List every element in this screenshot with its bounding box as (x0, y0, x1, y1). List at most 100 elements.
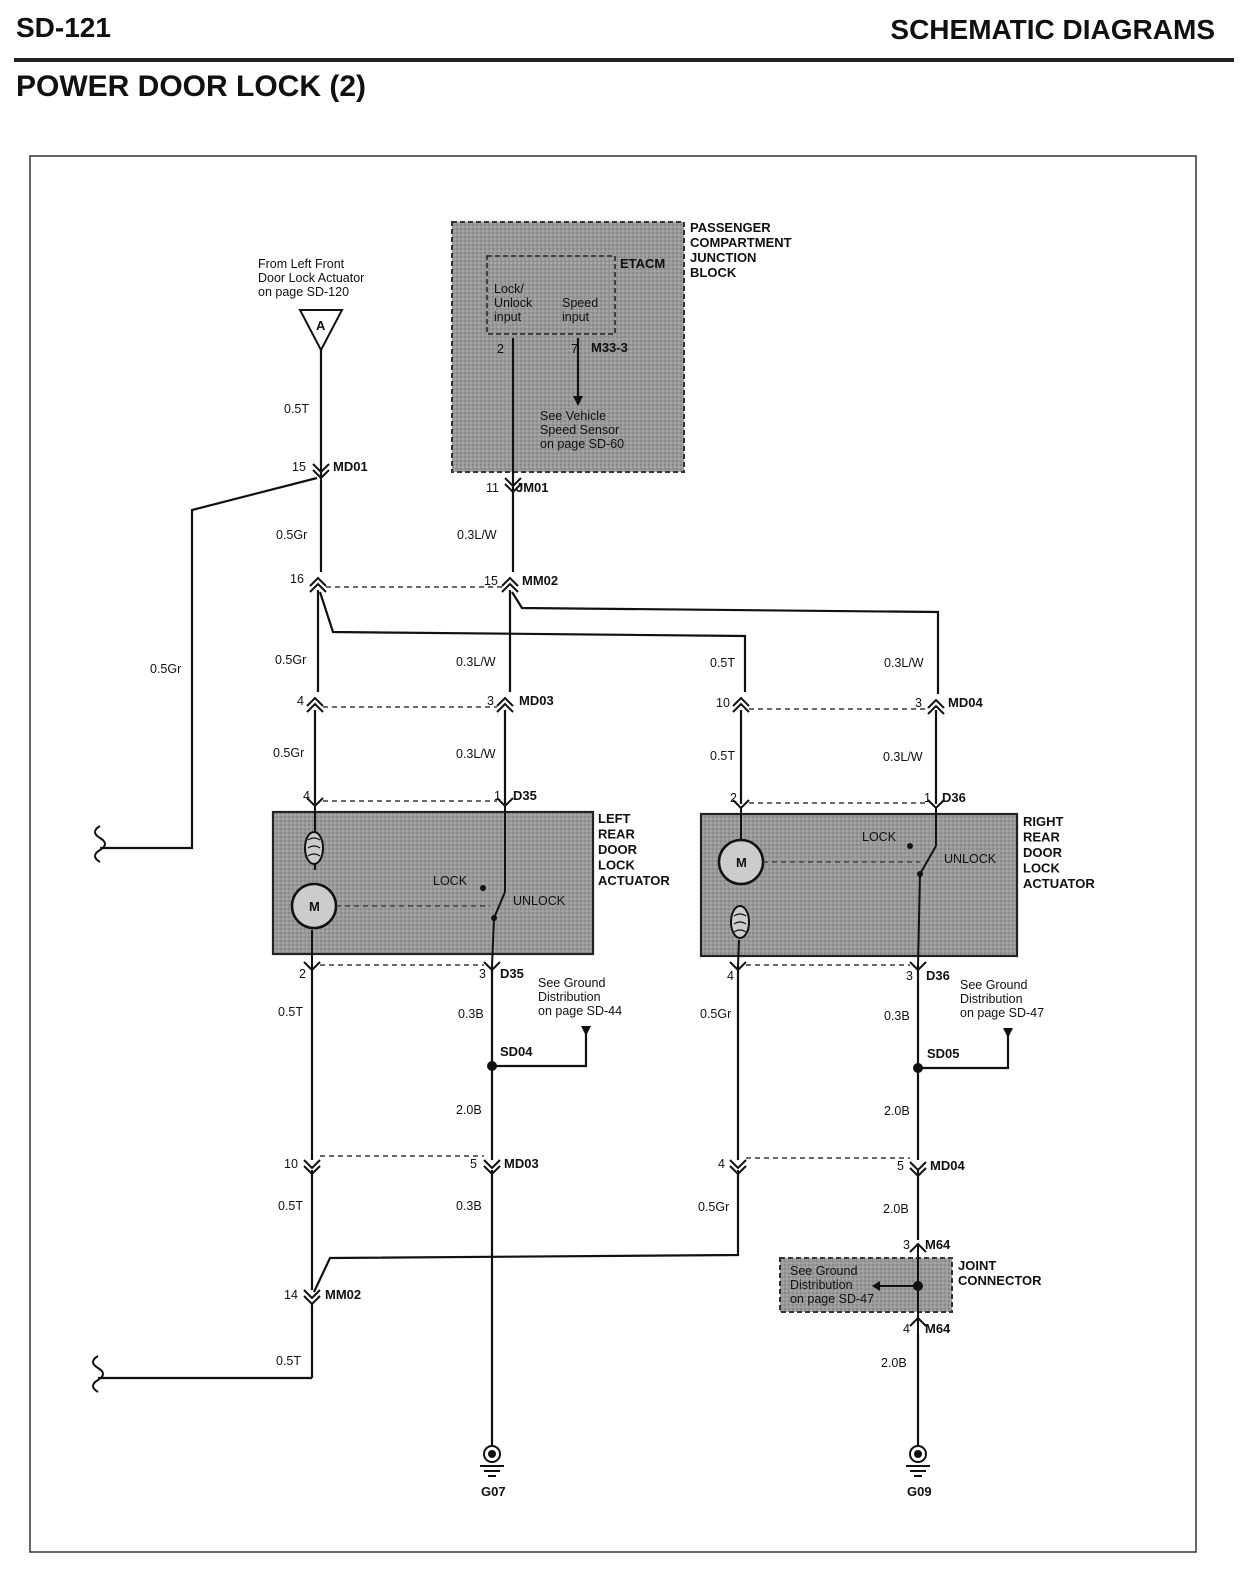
md03-bot-name: MD03 (504, 1156, 539, 1171)
section-title: SCHEMATIC DIAGRAMS (890, 14, 1215, 45)
wire-label: 0.5Gr (150, 662, 181, 676)
d36-top-pin-right: 1 (924, 791, 931, 805)
d36-bot-pin-left: 4 (727, 969, 734, 983)
wire-label: 0.3L/W (883, 750, 923, 764)
pin-speed: 7 (571, 342, 578, 356)
wire-label: 0.5T (710, 749, 735, 763)
ground-symbol-g09 (906, 1445, 930, 1477)
wire-break-lower (92, 1355, 104, 1393)
m64-top-name: M64 (925, 1237, 951, 1252)
wire-label: 0.3B (884, 1009, 910, 1023)
wire-label: 0.5T (710, 656, 735, 670)
md03-top-pin-left: 4 (297, 694, 304, 708)
d36-top-pin-left: 2 (730, 791, 737, 805)
d35-top-pin-left: 4 (303, 789, 310, 803)
d36-bot-pin-right: 3 (906, 969, 913, 983)
wire-label: 0.3L/W (457, 528, 497, 542)
text-line: See Ground (538, 976, 605, 990)
m64-top-pin: 3 (903, 1238, 910, 1252)
text-line: on page SD-47 (960, 1006, 1044, 1020)
md04-top-name: MD04 (948, 695, 983, 710)
text-line: Door Lock Actuator (258, 271, 364, 285)
text-line: Speed Sensor (540, 423, 619, 437)
wire-label: 0.5T (284, 402, 309, 416)
mm02-bot-pin: 14 (284, 1288, 298, 1302)
wire-label: 0.3L/W (884, 656, 924, 670)
ground-g09-label: G09 (907, 1484, 932, 1499)
wire-label: 2.0B (881, 1356, 907, 1370)
wires (98, 338, 1010, 1446)
md03-bot-pin-right: 5 (470, 1157, 477, 1171)
wire-label: 2.0B (456, 1103, 482, 1117)
text-line: on page SD-120 (258, 285, 349, 299)
text-line: LEFT (598, 811, 631, 826)
d35-bot-name: D35 (500, 966, 524, 981)
wire-label: 0.3B (458, 1007, 484, 1021)
left-actuator-box (271, 810, 595, 956)
left-lock-label: LOCK (433, 874, 468, 888)
ground-symbol-g07 (480, 1445, 504, 1477)
wire-label: 0.5Gr (698, 1200, 729, 1214)
m64-bot-pin: 4 (903, 1322, 910, 1336)
md03-top-pin-right: 3 (487, 694, 494, 708)
right-actuator-box (699, 812, 1019, 958)
mm02-top-pin-left: 16 (290, 572, 304, 586)
d35-bot-pin-left: 2 (299, 967, 306, 981)
left-solenoid (304, 831, 324, 865)
wire-label: 0.5T (278, 1199, 303, 1213)
etacm-module (486, 255, 616, 335)
text-line: ACTUATOR (598, 873, 670, 888)
md04-bot-name: MD04 (930, 1158, 965, 1173)
wire-label: 2.0B (883, 1202, 909, 1216)
wire-label: 0.5Gr (273, 746, 304, 760)
md01-pin: 15 (292, 460, 306, 474)
etacm-label: ETACM (620, 256, 665, 271)
md03-top-name: MD03 (519, 693, 554, 708)
text-line: Lock/ (494, 282, 524, 296)
text-line: Distribution (790, 1278, 853, 1292)
splice-sd04-label: SD04 (500, 1044, 533, 1059)
connector-ties (320, 586, 928, 1159)
jm01-pin: 11 (486, 481, 499, 495)
wire-label: 0.5T (278, 1005, 303, 1019)
junction-block (451, 221, 685, 473)
right-motor-label: M (736, 855, 747, 870)
text-line: DOOR (598, 842, 638, 857)
text-line: Unlock (494, 296, 533, 310)
text-line: LOCK (598, 858, 635, 873)
text-line: See Ground (960, 978, 1027, 992)
text-line: JUNCTION (690, 250, 756, 265)
text-line: Distribution (960, 992, 1023, 1006)
text-line: BLOCK (690, 265, 737, 280)
speed-connector: M33-3 (591, 340, 628, 355)
text-line: input (562, 310, 590, 324)
wire-label: 0.3B (456, 1199, 482, 1213)
md04-top-pin-right: 3 (915, 696, 922, 710)
offpage-letter: A (316, 318, 326, 333)
md01-name: MD01 (333, 459, 368, 474)
md04-bot-pin-left: 4 (718, 1157, 725, 1171)
splice-sd05 (913, 1063, 923, 1073)
wire-label: 0.5T (276, 1354, 301, 1368)
connector-symbols (303, 463, 945, 1327)
text-line: on page SD-60 (540, 437, 624, 451)
d36-top-name: D36 (942, 790, 966, 805)
text-line: JOINT (958, 1258, 996, 1273)
text-line: Distribution (538, 990, 601, 1004)
wire-label: 0.5Gr (276, 528, 307, 542)
offpage-connector-a (298, 309, 344, 353)
wire-label: 0.5Gr (275, 653, 306, 667)
mm02-bot-name: MM02 (325, 1287, 361, 1302)
pin-lock: 2 (497, 342, 504, 356)
text-line: on page SD-44 (538, 1004, 622, 1018)
text-line: CONNECTOR (958, 1273, 1042, 1288)
header-rule (14, 58, 1234, 62)
